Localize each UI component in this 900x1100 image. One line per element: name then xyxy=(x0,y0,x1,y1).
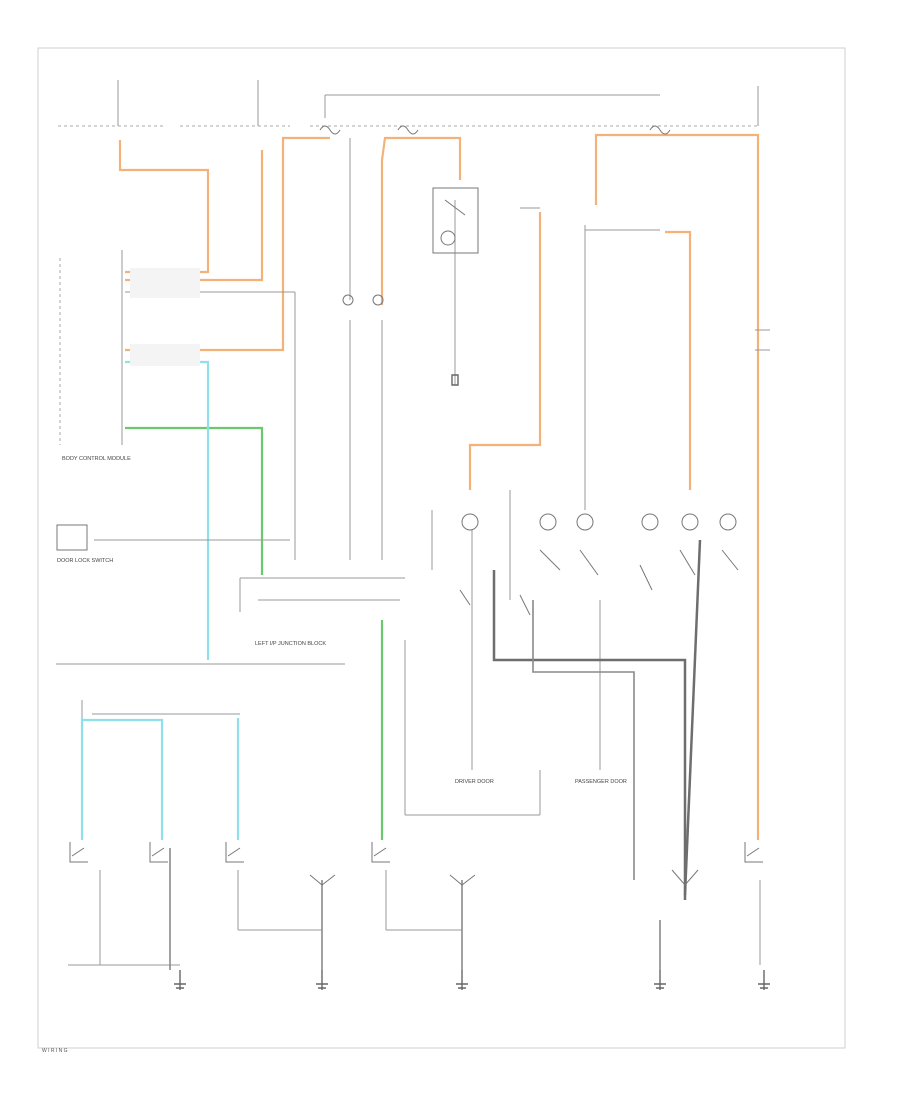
ground-symbols xyxy=(174,374,770,990)
gray-wires xyxy=(56,138,761,966)
door-lock-switch xyxy=(56,524,88,551)
green-wire xyxy=(125,426,384,840)
bcm-label: BODY CONTROL MODULE xyxy=(62,456,131,462)
door-switches xyxy=(69,842,763,886)
misc-lines xyxy=(509,207,770,600)
body-control-module xyxy=(59,250,200,445)
driver-door-label: DRIVER DOOR xyxy=(455,779,494,785)
cyan-wires xyxy=(80,360,240,840)
door-lock-switch-label: DOOR LOCK SWITCH xyxy=(57,558,113,564)
dark-wires xyxy=(169,539,702,970)
footer-code: W I R I N G xyxy=(42,1048,68,1054)
orange-wires xyxy=(118,133,760,840)
lock-relay xyxy=(432,187,479,254)
fuse-block-right xyxy=(310,86,760,127)
diagram-border xyxy=(37,47,846,1049)
lock-actuators xyxy=(459,513,739,616)
junction-block-label: LEFT I/P JUNCTION BLOCK xyxy=(255,641,326,647)
passenger-door-label: PASSENGER DOOR xyxy=(575,779,627,785)
fuse-symbols xyxy=(319,125,671,306)
fuse-block-left xyxy=(58,80,290,127)
